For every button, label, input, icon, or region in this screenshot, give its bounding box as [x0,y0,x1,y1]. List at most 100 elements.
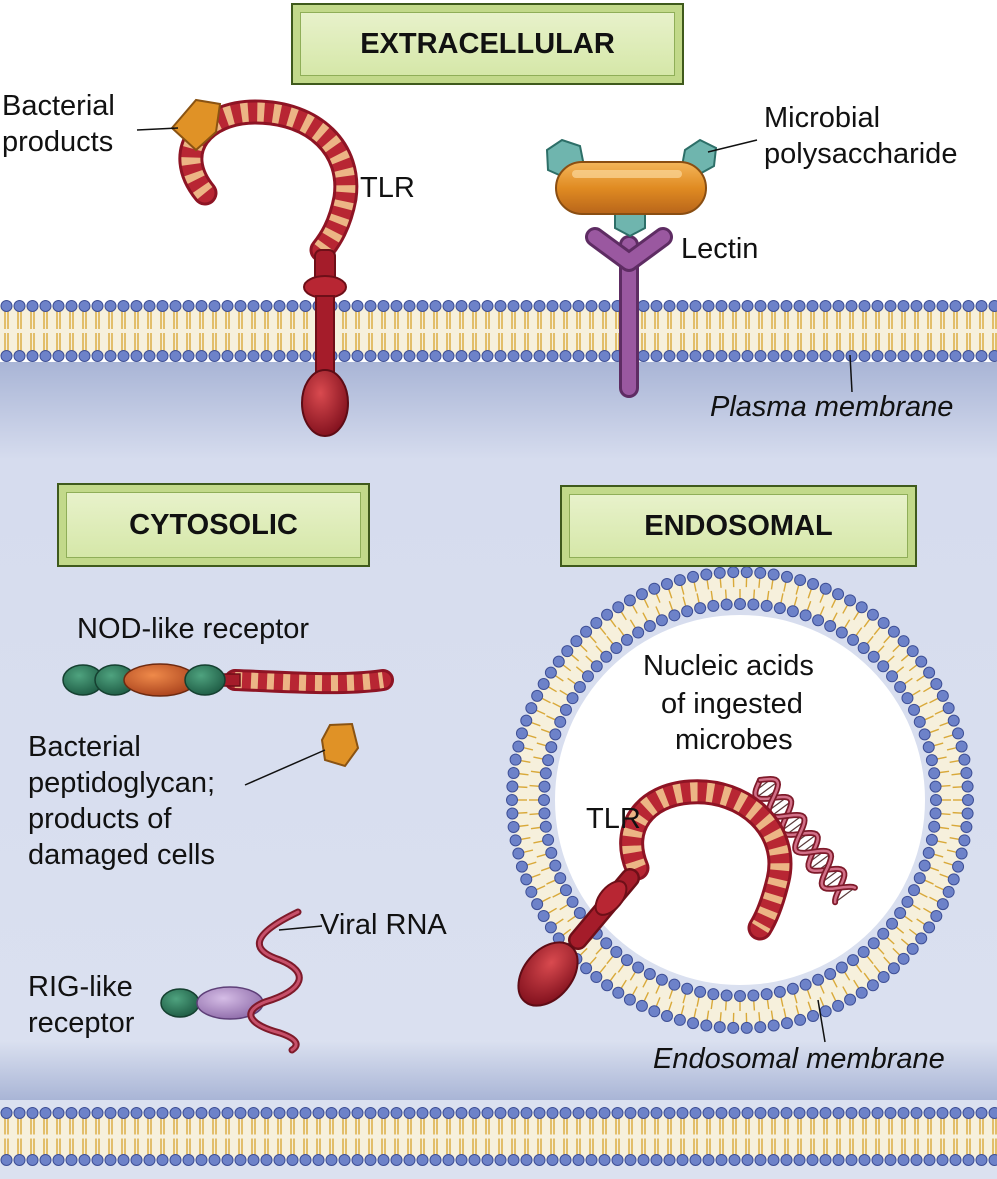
lipid-head [623,993,636,1006]
lipid-tail [895,666,905,674]
lipid-head [832,300,845,312]
lipid-head [799,609,812,622]
lipid-head [570,635,583,648]
lipid-head [845,1107,858,1119]
lipid-head [221,1154,234,1166]
lipid-tail [853,611,860,621]
lipid-tail [655,997,661,1007]
label-plasma-membrane: Plasma membrane [710,391,954,423]
lipid-tail [668,600,674,611]
lipid-head [786,982,799,995]
lipid-tail [918,702,928,709]
lipid-head [117,1107,130,1119]
lipid-tail [595,946,604,955]
lipid-head [871,1154,884,1166]
lipid-head [468,300,481,312]
lipid-head [928,820,941,833]
lipid-head [741,1154,754,1166]
lipid-head [481,1154,494,1166]
lipid-head [663,1154,676,1166]
lipid-head [668,609,681,622]
lipid-tail [724,589,727,600]
lipid-head [416,300,429,312]
lipid-head [819,350,832,362]
lipid-tail [559,689,569,697]
lipid-tail [943,734,954,739]
lipid-head [676,1107,689,1119]
lipid-head [338,350,351,362]
lipid-head [221,1107,234,1119]
lipid-tail [793,596,798,607]
lipid-head [598,350,611,362]
lipid-head [143,300,156,312]
lipid-tail [547,907,557,915]
lipid-head [390,350,403,362]
header-extracellular: EXTRACELLULAR [291,3,684,85]
lipid-tail [629,971,637,981]
lipid-head [702,300,715,312]
lipid-head [117,350,130,362]
lipid-head [468,1107,481,1119]
lipid-tail [529,784,540,787]
header-endosomal: ENDOSOMAL [560,485,917,567]
lipid-head [130,1154,143,1166]
lipid-head [844,993,857,1006]
lipid-head [897,1107,910,1119]
lipid-tail [806,600,812,611]
lipid-tail [533,756,544,760]
lipid-head [537,909,550,922]
lipid-head [632,961,645,974]
lipid-head [260,350,273,362]
lipid-head [610,946,623,959]
lipid-head [590,971,603,984]
lipid-tail [617,963,625,973]
lipid-tail [946,746,957,751]
lipid-head [538,807,551,820]
lipid-head [312,1154,325,1166]
lipid-tail [533,840,544,844]
lipid-tail [598,964,607,974]
lipid-tail [655,984,661,994]
lipid-tail [923,685,933,693]
lipid-head [844,594,857,607]
lipid-tail [949,759,960,764]
lipid-head [195,350,208,362]
lipid-head [958,753,971,766]
lipid-head [585,1107,598,1119]
lipid-head [922,846,935,859]
lipid-tail [873,626,882,636]
lipid-head [793,300,806,312]
lipid-tail [680,1005,685,1016]
lipid-tail [579,644,588,653]
lipid-head [952,727,965,740]
lipid-head [234,300,247,312]
lipid-tail [853,979,860,989]
lipid-head [715,300,728,312]
lipid-head [754,1154,767,1166]
lipid-head [760,988,773,1001]
lipid-tail [819,984,825,994]
lipid-head [573,907,586,920]
lipid-tail [753,1000,756,1011]
lipid-tail [924,879,934,885]
lipid-head [857,641,870,654]
lipid-head [962,300,975,312]
lipid-head [910,350,923,362]
lipid-tail [903,915,913,923]
lipid-head [915,655,928,668]
lipid-head [429,350,442,362]
lipid-head [117,1154,130,1166]
lipid-tail [609,618,617,628]
lipid-tail [567,677,577,685]
lipid-head [286,350,299,362]
lipid-head [494,1107,507,1119]
lipid-head [975,350,988,362]
lipid-head [468,350,481,362]
lipid-head [156,300,169,312]
lipid-tail [606,955,614,965]
lipid-head [299,300,312,312]
lipid-head [364,300,377,312]
lipid-head [961,780,974,793]
lipid-tail [518,772,529,776]
lipid-head [533,1107,546,1119]
